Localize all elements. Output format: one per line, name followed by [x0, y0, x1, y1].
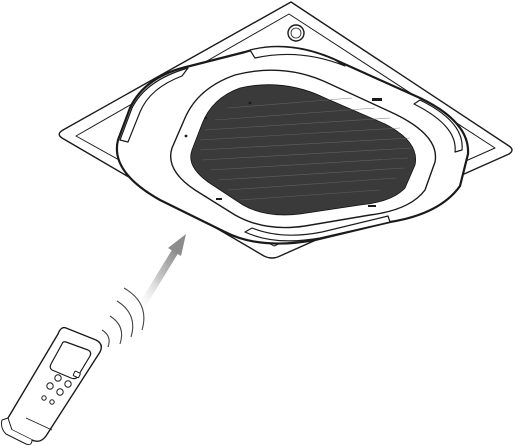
remote-bottom-line	[25, 417, 53, 431]
remote-buttons	[41, 370, 81, 405]
air-grille-texture	[199, 97, 413, 201]
panel-marks	[184, 98, 382, 207]
remote-button-3	[46, 382, 54, 390]
signal-wave-1	[101, 329, 110, 348]
remote-button-6	[41, 395, 47, 401]
air-grille	[190, 84, 417, 216]
signal-arrow-shaft	[134, 246, 180, 316]
louver-top	[249, 46, 346, 67]
signal-arrow	[134, 234, 186, 316]
remote-button-1	[54, 374, 62, 382]
remote-button-7	[49, 399, 55, 405]
louver-left	[119, 67, 189, 143]
inspection-port-rim	[290, 27, 302, 39]
signal-waves	[101, 287, 145, 348]
remote-button-4	[56, 388, 64, 396]
signal-wave-4	[123, 287, 145, 331]
louver-bottom	[244, 215, 391, 242]
remote-body-side	[1, 417, 33, 445]
remote-button-5	[72, 370, 81, 379]
remote-body	[5, 326, 103, 443]
signal-arrow-head	[168, 234, 186, 256]
remote-control	[1, 326, 103, 445]
signal-wave-3	[116, 300, 134, 338]
louver-right	[413, 99, 463, 153]
signal-wave-2	[109, 315, 123, 345]
remote-button-2	[64, 380, 72, 388]
remote-screen	[49, 341, 92, 380]
ceiling-cassette-unit	[58, 1, 513, 259]
